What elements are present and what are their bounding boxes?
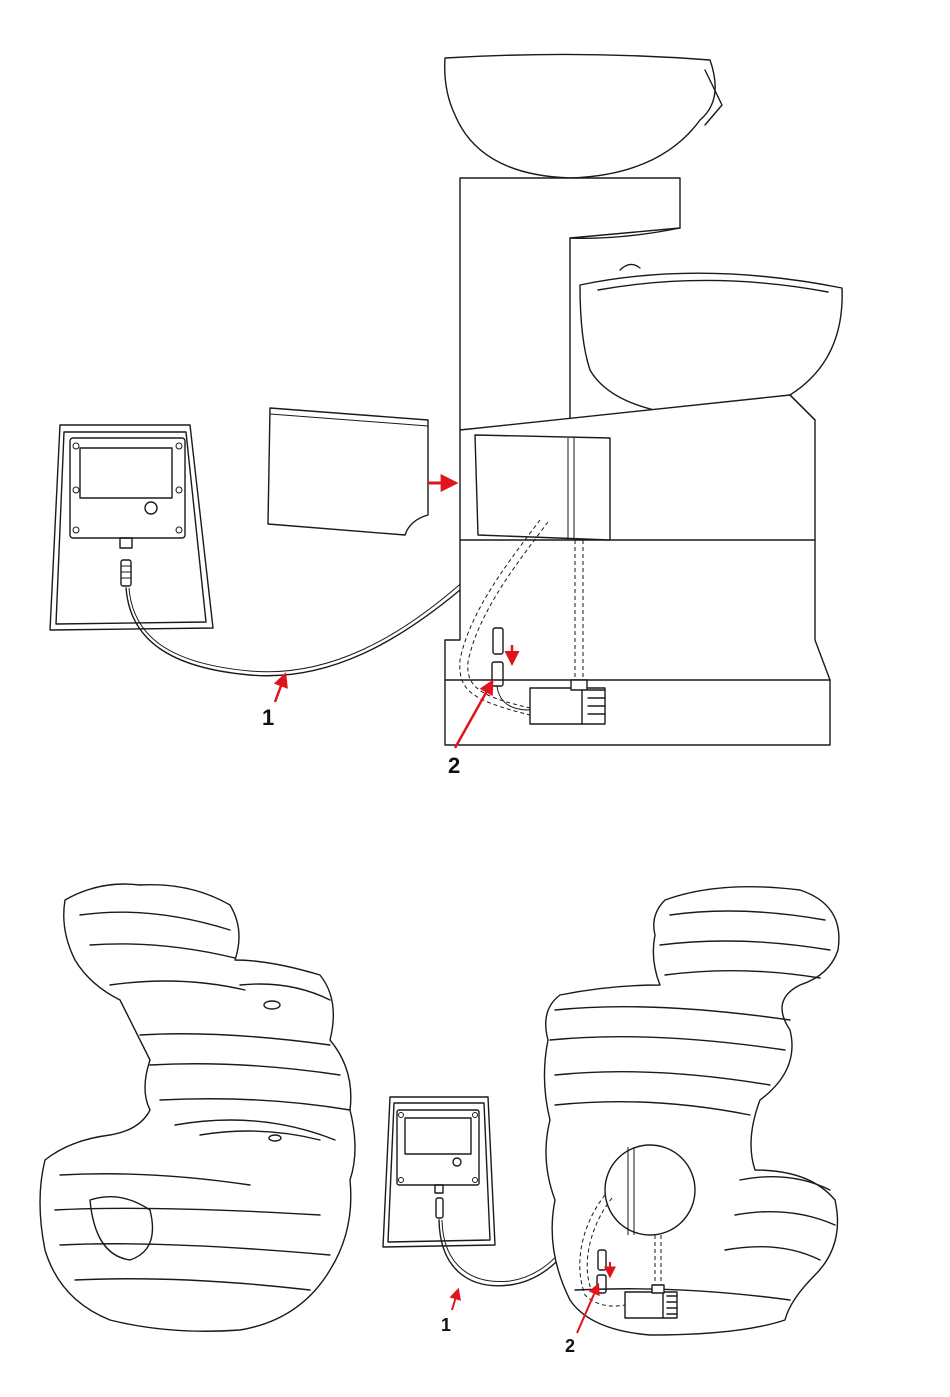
fountain-top [445, 54, 842, 745]
rock-fountain-right [544, 887, 838, 1335]
label-1-top: 1 [262, 705, 274, 730]
rock-fountain-left [40, 884, 355, 1331]
solar-panel-top [50, 425, 213, 630]
label-2-top: 2 [448, 753, 460, 778]
cover-panel-top [268, 408, 428, 535]
bottom-figure: 1 2 [40, 884, 839, 1356]
top-figure: 1 2 [50, 54, 842, 778]
label-2-bottom: 2 [565, 1336, 575, 1356]
label-1-bottom: 1 [441, 1315, 451, 1335]
